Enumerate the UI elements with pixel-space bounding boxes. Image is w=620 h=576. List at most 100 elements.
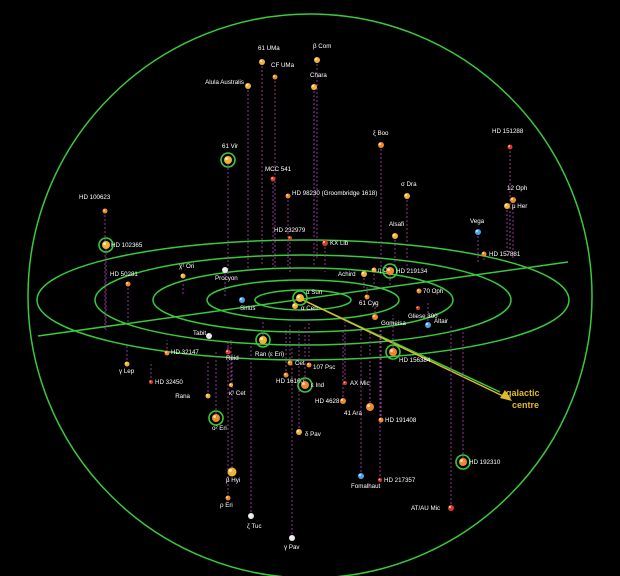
star-label-mcc-541: MCC 541 [265,166,292,173]
star-dot-107-psc [307,363,312,368]
star-highlight-ran-eri [260,337,263,340]
star-dot-her [504,203,510,209]
star-highlight-mcc-541 [271,177,273,179]
star-hd-32450: HD 32450 [149,379,183,386]
star-61-vir: 61 Vir [221,143,238,167]
star-label-hd-191408: HD 191408 [385,417,417,424]
star-highlight-pav [297,430,299,432]
star-highlight-at-au-mic [449,506,451,508]
star-highlight-sirius [240,298,242,300]
star-label-61-uma: 61 UMa [258,45,280,52]
star-dot-mcc-541 [271,177,276,182]
star-highlight-107-psc [307,363,309,365]
star-hd-4628: HD 4628 [315,398,346,405]
star-highlight-alsafi [393,234,395,236]
star-highlight-1-cet [230,384,231,385]
star-107-psc: 107 Psc [307,363,336,372]
star-highlight-o2-eri [213,415,216,418]
star-procyon: Procyon [215,267,238,282]
star-1-cet: κ¹ Cet [229,383,246,397]
star-label-hd-151288: HD 151288 [492,128,524,135]
star-dot-at-au-mic [448,505,454,511]
star-12-oph: 12 Oph [507,185,528,203]
star-highlight-hd-151288 [508,145,510,147]
star-com: β Com [313,43,331,63]
star-label-hd-157881: HD 157881 [489,251,521,258]
star-dot-altair [425,322,431,328]
star-ax-mic: AX Mic [343,380,370,387]
star-dot-alsafi [392,233,398,239]
galactic-centre-label-line1: galactic [506,388,540,398]
star-lep: γ Lep [119,362,135,376]
star-dot-gomeisa [372,314,378,320]
star-hd-232979: HD 232979 [274,227,306,240]
star-dot-procyon [222,267,228,273]
star-dot-hd-98230-groombridge-1618 [286,194,291,199]
star-eri: ρ Eri [220,496,233,510]
star-highlight-achird [362,272,364,274]
star-tabit: Tabit [193,330,212,339]
star-label-hd-217357: HD 217357 [384,477,416,484]
star-alsafi: Alsafi [389,221,404,239]
star-label-boo: ξ Boo [373,130,389,137]
star-dot-rana [206,394,211,399]
star-label-61-vir: 61 Vir [222,143,238,150]
star-label-chara: Chara [310,72,327,79]
star-highlight-61-vir [225,157,228,160]
star-highlight-lep [125,362,127,364]
star-dot-61-cyg [365,295,370,300]
star-chara: Chara [310,72,327,90]
star-highlight-gomeisa [373,315,375,317]
star-dot-vega [475,229,481,235]
star-highlight-her [505,204,507,206]
star-highlight-com [315,58,317,60]
star-label-cen: α Cen [301,305,318,312]
star-dot-alula-australis [245,83,251,89]
star-dot-sun [296,294,304,302]
star-highlight-hyi [229,469,232,472]
star-highlight-sun [297,295,300,298]
star-highlight-cf-uma [273,75,275,77]
galactic-centre-label-line2: centre [512,400,539,410]
star-hd-16160: HD 16160 [276,373,304,386]
star-dot-com [314,57,320,63]
star-label-hd-98230-groombridge-1618: HD 98230 (Groombridge 1618) [292,190,377,197]
star-highlight-vega [476,230,478,232]
star-dot-hd-16160 [284,373,289,378]
star-highlight-hd-232979 [289,237,290,238]
star-highlight-1-ori [181,274,183,276]
star-label-achird: Achird [338,271,356,278]
star-highlight-61-uma [260,60,262,62]
star-dot-hd-156384 [389,348,397,356]
star-label-hd-219134: HD 219134 [396,268,428,275]
star-label-vega: Vega [470,218,485,225]
star-label-61-cyg: 61 Cyg [359,300,379,307]
star-hd-98230-groombridge-1618: HD 98230 (Groombridge 1618) [286,190,378,199]
star-dot-hd-192310 [459,458,467,466]
star-highlight-hd-50281 [126,282,128,284]
star-highlight-cen [293,304,295,306]
star-label-ax-mic: AX Mic [350,380,370,387]
star-label-hd-232979: HD 232979 [274,227,306,234]
star-label-1-ori: χ¹ Ori [179,263,194,270]
star-label-gomeisa: Gomeisa [381,320,406,327]
star-highlight-hd-100623 [103,209,105,211]
star-highlight-hd-102365 [103,242,106,245]
star-dra: σ Dra [401,181,417,199]
star-dot-hd-232979 [288,236,292,240]
star-label-sirius: Sirius [240,305,255,312]
star-label-hd-32450: HD 32450 [155,379,183,386]
star-highlight-hd-4628 [341,399,343,401]
star-label-at-au-mic: AT/AU Mic [411,505,440,512]
star-highlight-hd-217357 [379,479,380,480]
star-highlight-61-cyg [365,295,367,297]
star-dot-1-ori [181,274,186,279]
star-dot-hd-32450 [149,380,153,384]
star-label-eri: ρ Eri [220,502,233,509]
star-highlight-kx-lib [323,241,325,243]
star-dot-chara [311,84,317,90]
star-highlight-hd-191408 [379,418,381,420]
star-dot-lep [125,362,130,367]
star-highlight-hd-32147 [165,351,167,353]
